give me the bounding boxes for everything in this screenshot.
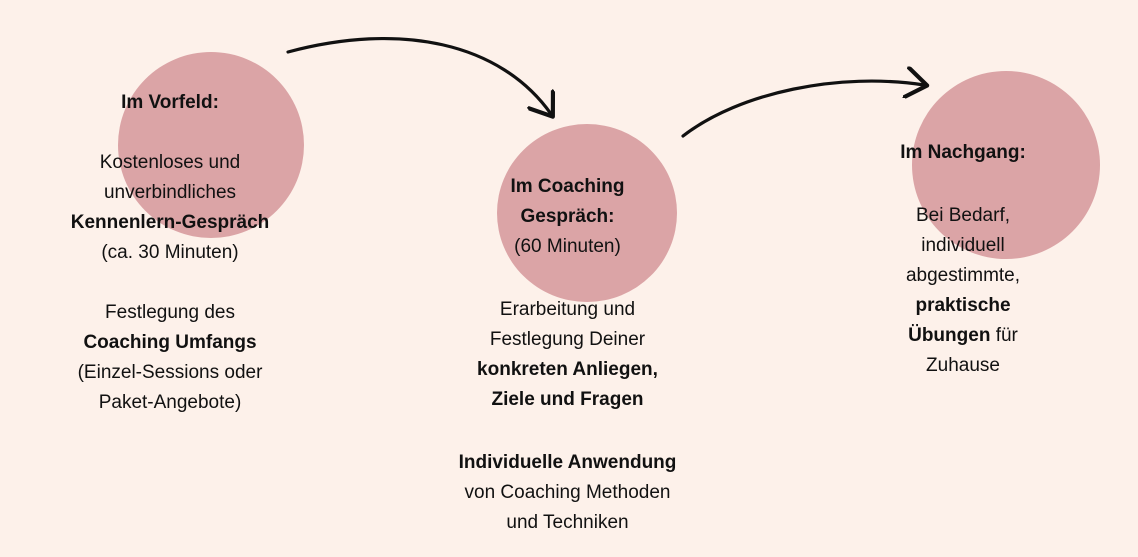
stage-2-bold: konkreten Anliegen,	[477, 359, 658, 380]
stage-2-circle	[497, 124, 677, 302]
stage-3-bold: praktische	[915, 295, 1011, 316]
stage-2-duration: (60 Minuten)	[514, 236, 621, 257]
stage-2-bold: Ziele und Fragen	[491, 389, 644, 410]
stage-1-bold: Kennenlern-Gespräch	[70, 212, 270, 233]
stage-1-bold: Coaching Umfangs	[83, 332, 257, 353]
stage-1-line: unverbindliches	[103, 182, 237, 203]
stage-1-line: (ca. 30 Minuten)	[101, 242, 239, 263]
stage-2-text: Im Coaching Gespräch: (60 Minuten) Erarb…	[410, 172, 725, 538]
stage-1-heading: Im Vorfeld:	[121, 92, 219, 113]
arrow-1	[286, 37, 551, 114]
stage-1-line: Kostenloses und	[99, 152, 241, 173]
stage-3-line: individuell	[921, 235, 1005, 256]
stage-3-text: Im Nachgang: Bei Bedarf, individuell abg…	[838, 138, 1088, 381]
stage-2-line: Festlegung Deiner	[489, 329, 646, 350]
stage-3-line: Zuhause	[926, 355, 1000, 376]
stage-2-line: und Techniken	[506, 512, 629, 533]
arrow-2	[681, 81, 924, 138]
stage-2-bold: Individuelle Anwendung	[458, 452, 677, 473]
stage-3-line: Bei Bedarf,	[916, 205, 1010, 226]
stage-2-line: Erarbeitung und	[499, 299, 636, 320]
stage-3-line: abgestimmte,	[905, 265, 1021, 286]
stage-1-text: Im Vorfeld: Kostenloses und unverbindlic…	[20, 88, 320, 418]
stage-3-circle	[912, 71, 1100, 259]
stage-1-line: Festlegung des	[105, 302, 235, 323]
stage-2-line: von Coaching Methoden	[464, 482, 671, 503]
stage-2-heading: Im Coaching	[510, 176, 625, 197]
stage-2-heading: Gespräch:	[520, 206, 615, 227]
stage-1-line: (Einzel-Sessions oder	[77, 362, 263, 383]
stage-1-line: Paket-Angebote)	[98, 392, 242, 413]
stage-3-heading: Im Nachgang:	[900, 142, 1026, 163]
stage-1-circle	[118, 52, 304, 238]
stage-3-mixed: Übungen für	[908, 325, 1018, 346]
